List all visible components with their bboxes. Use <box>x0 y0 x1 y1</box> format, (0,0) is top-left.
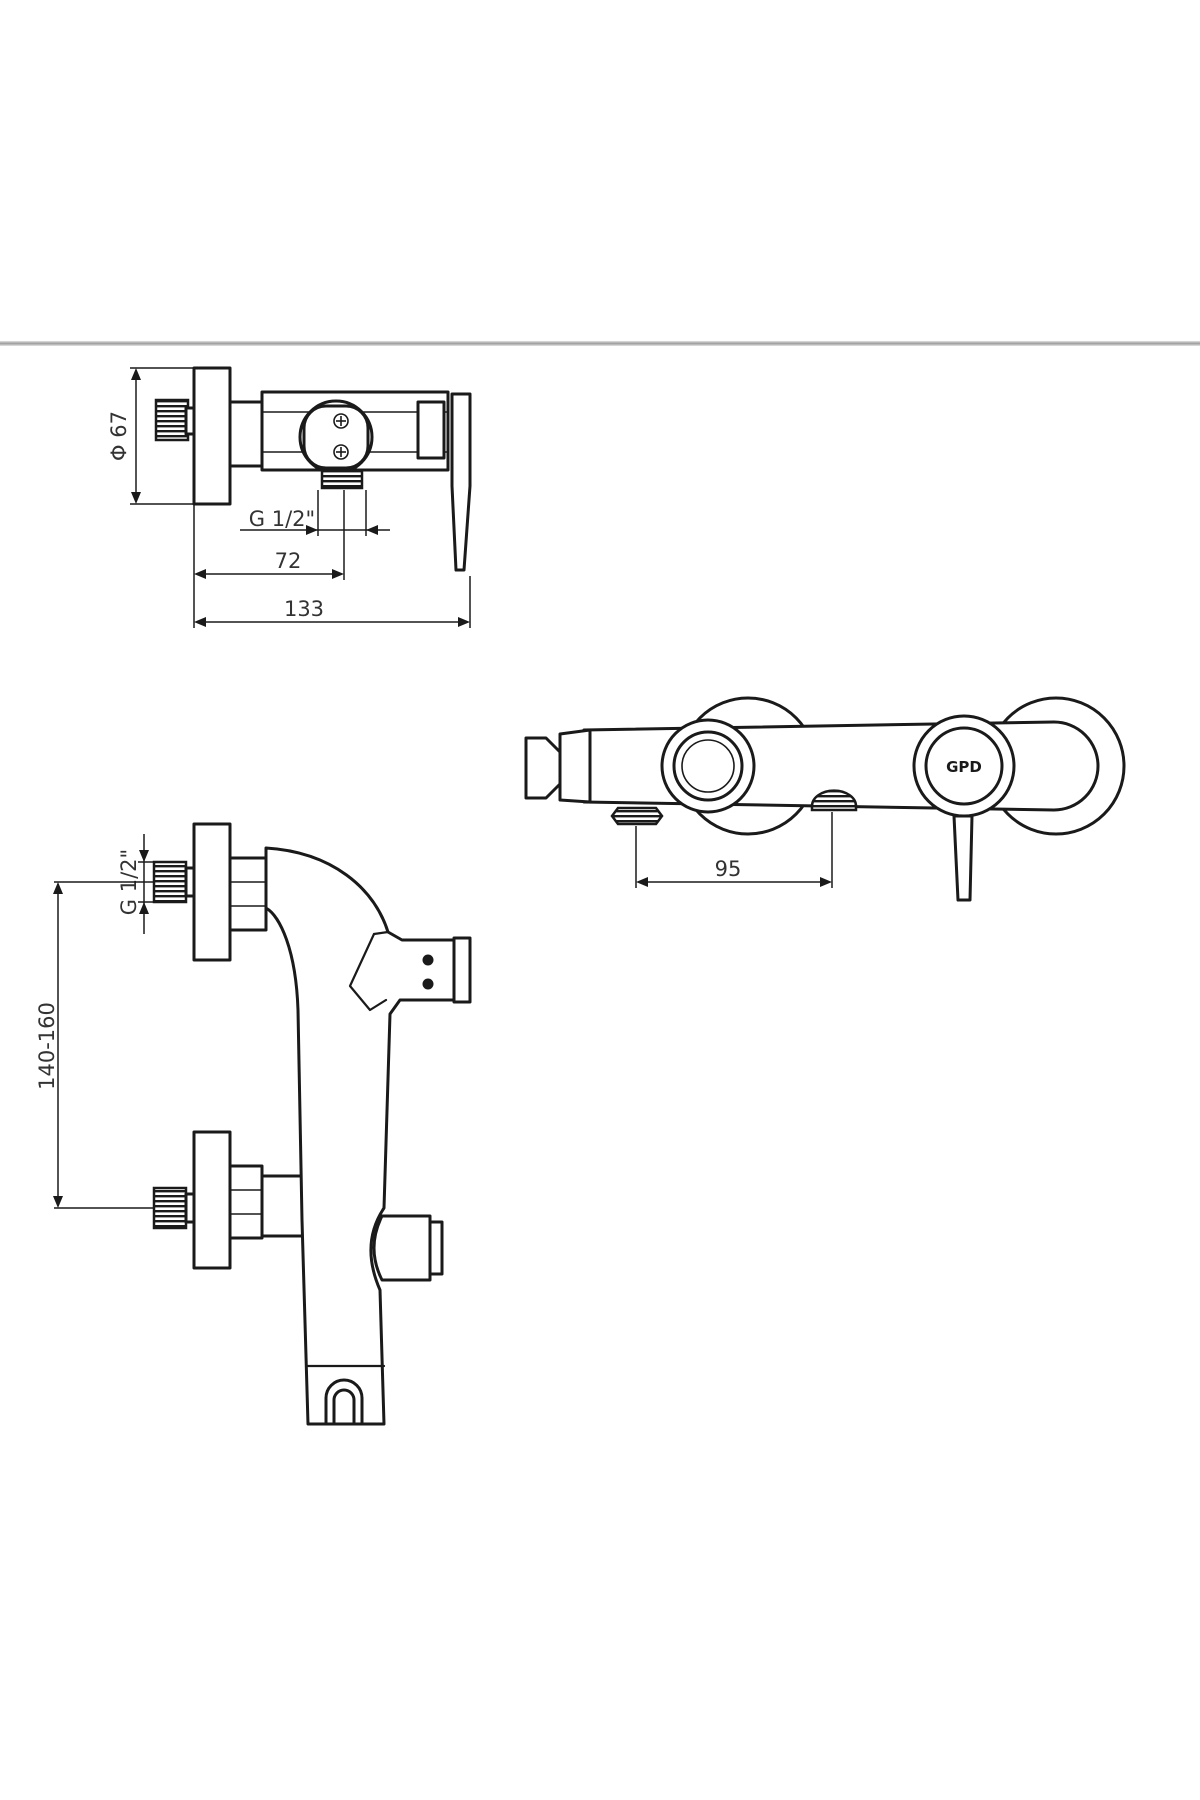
front-view: G 1/2" 140-160 <box>35 822 472 1426</box>
front-view-hose-outlet-cap <box>428 1220 444 1276</box>
plan-view-connector-right <box>810 789 858 812</box>
front-view-lower-thread <box>152 1186 188 1230</box>
front-view-lower-flange <box>192 1130 232 1270</box>
dim-depth: 72 <box>193 490 345 628</box>
dim-depth-label: 72 <box>275 549 302 573</box>
plan-view-connector-left <box>610 806 664 826</box>
dim-centers-label: 140-160 <box>35 1002 59 1090</box>
dim-spacing: 95 <box>635 812 833 888</box>
plan-view-outlet-nozzle <box>524 736 562 800</box>
dim-overall: 133 <box>194 576 471 628</box>
plan-view-logo: GPD <box>946 758 982 776</box>
dim-thread-front: G 1/2" <box>117 834 154 934</box>
plan-view-outlet-neck <box>558 728 592 804</box>
top-view-diverter-knob <box>302 404 370 470</box>
dim-centers: 140-160 <box>35 881 154 1209</box>
top-view-wall-flange <box>192 366 232 506</box>
plan-view-handle-cap <box>924 726 1004 806</box>
front-view-lower-nut <box>228 1164 264 1240</box>
top-view-thread-collar <box>184 406 196 436</box>
front-view-lower-collar <box>184 1192 196 1224</box>
page-divider <box>0 341 1200 346</box>
dim-overall-label: 133 <box>284 597 324 621</box>
front-view-upper-thread <box>152 860 188 904</box>
top-view-thread <box>154 398 190 442</box>
front-view-upper-collar <box>184 866 196 898</box>
top-view-cartridge <box>416 400 446 460</box>
front-view-cartridge <box>452 936 472 1004</box>
dim-spacing-label: 95 <box>715 857 742 881</box>
top-view: Φ 67 G 1/2" 72 133 <box>107 366 472 628</box>
top-view-outlet <box>320 468 364 490</box>
plan-view: GPD 95 <box>524 696 1126 902</box>
front-view-upper-nut <box>228 856 268 932</box>
dim-diameter-label: Φ 67 <box>107 411 131 461</box>
top-view-nut <box>228 400 264 468</box>
front-view-bolt-top <box>422 954 434 966</box>
plan-view-diverter-knob <box>672 730 744 802</box>
front-view-body <box>264 846 456 1426</box>
dim-thread-top-label: G 1/2" <box>249 507 315 531</box>
top-view-lever <box>450 392 472 572</box>
plan-view-lever <box>952 814 974 902</box>
front-view-hose-outlet <box>372 1214 432 1282</box>
front-view-bolt-bottom <box>422 978 434 990</box>
front-view-shower-holder <box>324 1378 364 1426</box>
front-view-upper-flange <box>192 822 232 962</box>
dim-thread-top: G 1/2" <box>240 490 390 536</box>
dim-diameter: Φ 67 <box>107 367 194 505</box>
